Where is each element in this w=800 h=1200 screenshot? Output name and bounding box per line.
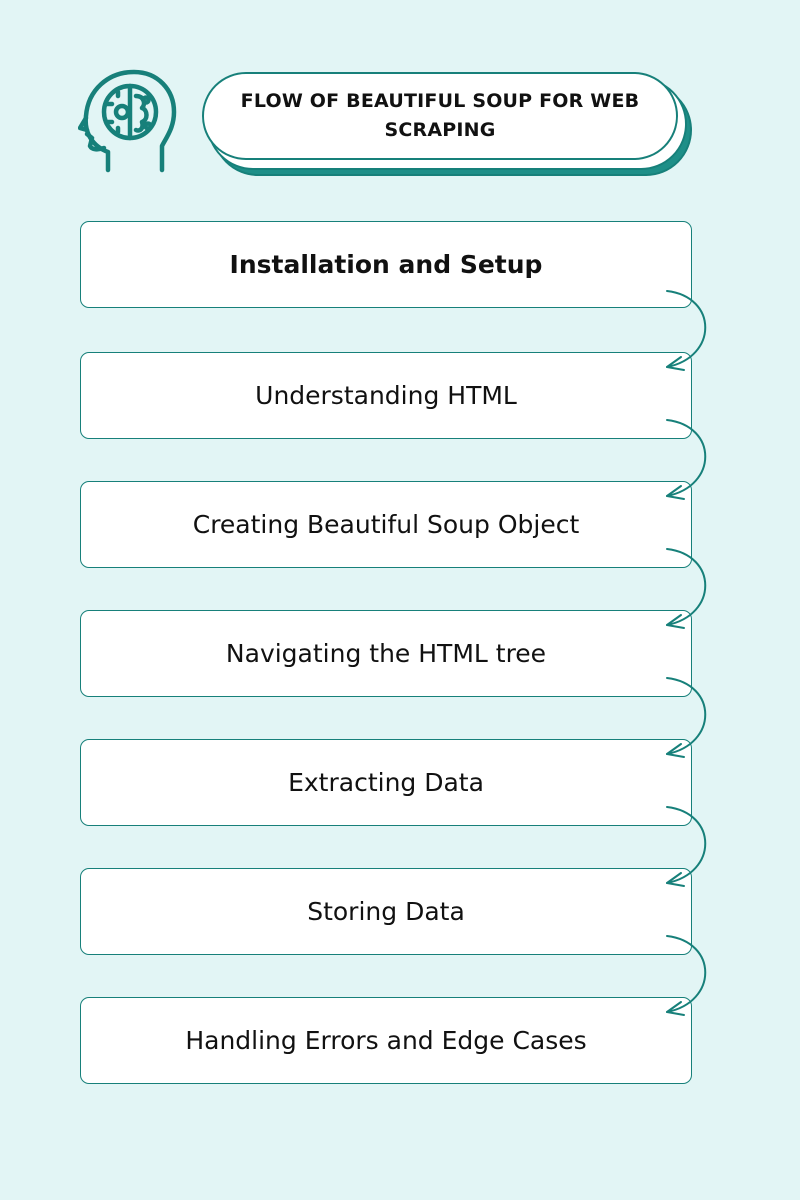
title-banner: FLOW OF BEAUTIFUL SOUP FOR WEB SCRAPING	[202, 72, 692, 178]
head-brain-gear-icon	[78, 69, 177, 173]
step-extracting-data: Extracting Data	[80, 739, 692, 826]
curved-arrow-icon	[666, 806, 707, 887]
step-creating-soup-object: Creating Beautiful Soup Object	[80, 481, 692, 568]
step-storing-data: Storing Data	[80, 868, 692, 955]
diagram-title: FLOW OF BEAUTIFUL SOUP FOR WEB SCRAPING	[240, 90, 640, 141]
curved-arrow-icon	[666, 548, 707, 629]
curved-arrow-icon	[666, 419, 707, 500]
step-installation-setup: Installation and Setup	[80, 221, 692, 308]
step-label: Creating Beautiful Soup Object	[192, 510, 580, 539]
step-label: Installation and Setup	[229, 250, 543, 279]
curved-arrow-icon	[666, 677, 707, 758]
curved-arrow-icon	[666, 935, 707, 1016]
step-label: Understanding HTML	[255, 381, 517, 410]
step-handling-errors: Handling Errors and Edge Cases	[80, 997, 692, 1084]
step-navigating-html-tree: Navigating the HTML tree	[80, 610, 692, 697]
title-box: FLOW OF BEAUTIFUL SOUP FOR WEB SCRAPING	[202, 72, 678, 160]
step-label: Handling Errors and Edge Cases	[185, 1026, 587, 1055]
step-understanding-html: Understanding HTML	[80, 352, 692, 439]
step-label: Extracting Data	[288, 768, 484, 797]
step-label: Navigating the HTML tree	[225, 639, 547, 668]
step-label: Storing Data	[307, 897, 465, 926]
curved-arrow-icon	[666, 290, 707, 371]
